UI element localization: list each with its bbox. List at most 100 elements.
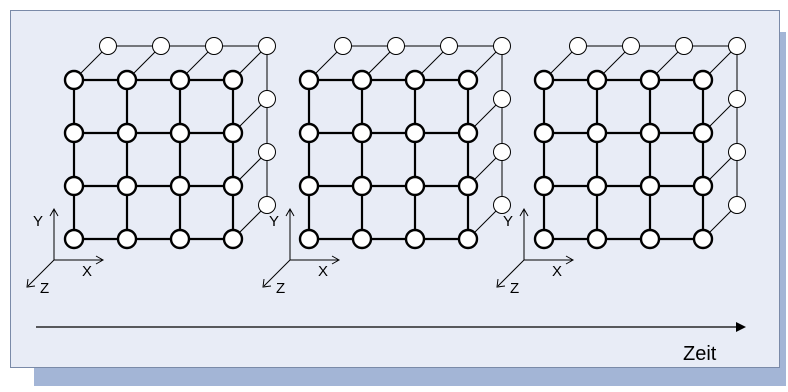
- back-node: [728, 196, 746, 214]
- y-axis-arrowhead: [285, 207, 295, 217]
- back-node: [493, 143, 511, 161]
- axis-triad: Y X Z: [26, 207, 105, 297]
- y-axis-label: Y: [33, 213, 43, 230]
- lattice-node: [116, 228, 138, 250]
- z-axis-arrowhead: [262, 278, 272, 288]
- back-node: [334, 37, 352, 55]
- z-axis-line: [263, 259, 291, 287]
- lattice-node: [222, 122, 244, 144]
- lattice-node: [639, 228, 661, 250]
- axis-triad: Y X Z: [262, 207, 341, 297]
- x-axis-label: X: [552, 263, 562, 280]
- back-node: [387, 37, 405, 55]
- lattice-node: [169, 175, 191, 197]
- z-axis-arrowhead: [26, 278, 36, 288]
- lattice-node: [169, 228, 191, 250]
- lattice-node: [692, 122, 714, 144]
- back-node: [440, 37, 458, 55]
- y-axis-arrowhead: [519, 207, 529, 217]
- z-axis-line: [27, 259, 55, 287]
- x-axis-label: X: [82, 263, 92, 280]
- lattice-node: [533, 175, 555, 197]
- lattice-node: [169, 122, 191, 144]
- back-node: [622, 37, 640, 55]
- z-axis-label: Z: [276, 280, 285, 297]
- back-node: [258, 196, 276, 214]
- lattice-cube: Y X Z: [26, 37, 276, 297]
- lattice-node: [404, 122, 426, 144]
- back-node: [493, 37, 511, 55]
- lattice-node: [639, 175, 661, 197]
- back-node: [99, 37, 117, 55]
- back-node: [258, 143, 276, 161]
- back-node: [493, 196, 511, 214]
- lattice-node: [222, 228, 244, 250]
- cubes-layer: Y X Z Y X Z Y X Z: [26, 37, 746, 297]
- lattice-node: [457, 175, 479, 197]
- back-node: [675, 37, 693, 55]
- z-axis-label: Z: [40, 280, 49, 297]
- lattice-node: [639, 122, 661, 144]
- back-node: [569, 37, 587, 55]
- lattice-node: [351, 175, 373, 197]
- z-axis-arrowhead: [496, 278, 506, 288]
- lattice-node: [404, 228, 426, 250]
- back-node: [728, 143, 746, 161]
- lattice-node: [692, 175, 714, 197]
- lattice-node: [639, 69, 661, 91]
- z-axis-line: [497, 259, 525, 287]
- lattice-node: [692, 69, 714, 91]
- back-node: [152, 37, 170, 55]
- y-axis-label: Y: [503, 213, 513, 230]
- back-node: [258, 90, 276, 108]
- x-axis-arrowhead: [565, 255, 575, 265]
- lattice-node: [533, 228, 555, 250]
- lattice-node: [586, 122, 608, 144]
- time-arrow-head: [736, 322, 746, 332]
- lattice-node: [457, 122, 479, 144]
- lattice-node: [63, 69, 85, 91]
- z-axis-label: Z: [510, 280, 519, 297]
- x-axis-arrowhead: [331, 255, 341, 265]
- x-axis-label: X: [318, 263, 328, 280]
- lattice-node: [457, 69, 479, 91]
- lattice-node: [222, 69, 244, 91]
- lattice-node: [169, 69, 191, 91]
- back-node: [258, 37, 276, 55]
- lattice-node: [298, 122, 320, 144]
- lattice-node: [586, 228, 608, 250]
- back-node: [728, 37, 746, 55]
- lattice-node: [533, 69, 555, 91]
- lattice-node: [63, 122, 85, 144]
- lattice-cube: Y X Z: [262, 37, 511, 297]
- lattice-cube: Y X Z: [496, 37, 746, 297]
- x-axis-arrowhead: [95, 255, 105, 265]
- lattice-node: [298, 228, 320, 250]
- time-label: Zeit: [683, 343, 717, 365]
- axis-triad: Y X Z: [496, 207, 575, 297]
- lattice-node: [404, 175, 426, 197]
- lattice-node: [457, 228, 479, 250]
- lattice-node: [586, 175, 608, 197]
- y-axis-arrowhead: [49, 207, 59, 217]
- back-node: [493, 90, 511, 108]
- lattice-node: [533, 122, 555, 144]
- lattice-node: [351, 69, 373, 91]
- lattice-node: [63, 228, 85, 250]
- lattice-node: [298, 69, 320, 91]
- lattice-node: [351, 228, 373, 250]
- back-node: [205, 37, 223, 55]
- lattice-node: [116, 122, 138, 144]
- lattice-node: [351, 122, 373, 144]
- y-axis-label: Y: [269, 213, 279, 230]
- lattice-node: [116, 69, 138, 91]
- lattice-node: [116, 175, 138, 197]
- time-axis: Zeit: [36, 322, 746, 365]
- lattice-node: [692, 228, 714, 250]
- lattice-node: [63, 175, 85, 197]
- lattice-node: [222, 175, 244, 197]
- lattice-node: [298, 175, 320, 197]
- lattice-node: [586, 69, 608, 91]
